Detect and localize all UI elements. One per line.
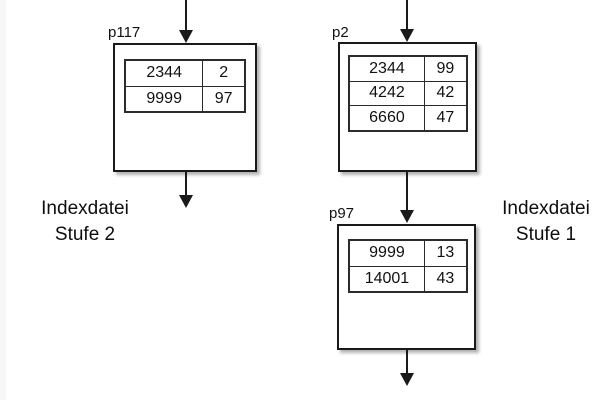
page-label-p117: p117: [108, 24, 141, 41]
entry-pointer: 97: [202, 85, 245, 112]
caption-line-2: Stufe 1: [515, 223, 577, 245]
caption-indexdatei-stufe-1: Indexdatei Stufe 1: [490, 196, 602, 247]
entry-table-p97: 9999 13 14001 43: [348, 239, 468, 293]
table-row: 2344 2: [124, 60, 245, 87]
arrow-out-of-p97: [399, 350, 415, 388]
caption-line-1: Indexdatei: [41, 198, 129, 219]
entry-pointer: 42: [423, 80, 468, 107]
page-label-p97: p97: [329, 205, 355, 222]
entry-key: 4242: [349, 80, 425, 107]
table-row: 9999 13: [349, 240, 468, 267]
entry-key: 2344: [124, 60, 204, 87]
entry-key: 9999: [349, 240, 425, 267]
table-row: 9999 97: [124, 85, 245, 112]
arrow-into-p117: [178, 0, 194, 44]
entry-pointer: 47: [423, 105, 468, 131]
entry-table-p117: 2344 2 9999 97: [124, 59, 246, 113]
page-label-p2: p2: [332, 24, 349, 41]
left-edge-strip: [0, 0, 6, 400]
entry-pointer: 99: [423, 56, 468, 82]
page-box-p117: 2344 2 9999 97: [113, 43, 257, 172]
caption-indexdatei-stufe-2: Indexdatei Stufe 2: [10, 196, 160, 247]
entry-key: 14001: [349, 265, 425, 292]
entry-pointer: 43: [423, 265, 468, 292]
table-row: 2344 99: [349, 56, 468, 82]
arrow-out-of-p117: [178, 172, 194, 209]
entry-pointer: 13: [423, 240, 468, 267]
entry-key: 6660: [349, 105, 425, 131]
entry-pointer: 2: [202, 60, 245, 87]
arrow-p2-to-p97: [399, 172, 415, 224]
table-row: 14001 43: [349, 265, 468, 292]
caption-line-2: Stufe 2: [54, 223, 116, 245]
table-row: 4242 42: [349, 80, 468, 107]
entry-key: 2344: [349, 56, 425, 82]
caption-line-1: Indexdatei: [502, 198, 590, 219]
page-box-p2: 2344 99 4242 42 6660 47: [338, 42, 477, 172]
page-box-p97: 9999 13 14001 43: [337, 224, 476, 350]
entry-table-p2: 2344 99 4242 42 6660 47: [348, 55, 468, 132]
arrow-into-p2: [399, 0, 415, 43]
table-row: 6660 47: [349, 105, 468, 131]
entry-key: 9999: [124, 85, 204, 112]
